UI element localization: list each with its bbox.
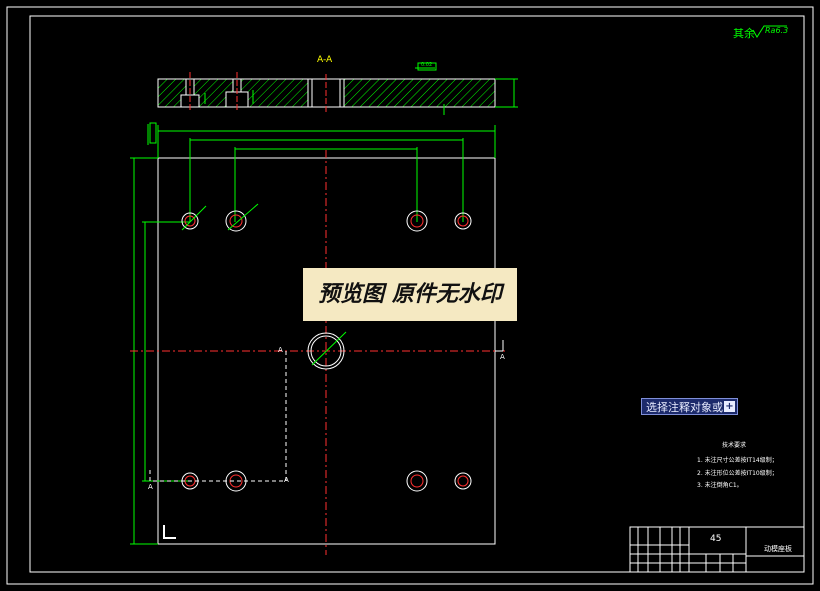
section-marker-left-bottom: A [148, 483, 153, 491]
roughness-label: 其余 [733, 27, 755, 40]
title-block [629, 526, 805, 573]
section-marker-right-bottom: A [284, 476, 289, 484]
section-marker-right-top: A [500, 353, 505, 361]
command-tooltip[interactable]: 选择注释对象或 + [641, 398, 738, 415]
section-view [157, 62, 518, 115]
tech-requirements-title: 技术要求 [722, 442, 747, 449]
tech-requirement-item: 2. 未注形位公差按IT10级制； [697, 470, 778, 477]
inner-drawing-frame [29, 15, 805, 573]
flatness-value: 0.02 [421, 62, 433, 68]
outer-sheet-border [6, 6, 814, 585]
plus-icon[interactable]: + [724, 401, 735, 412]
tech-requirement-item: 1. 未注尺寸公差按IT14级制； [697, 457, 778, 464]
watermark-banner: 预览图 原件无水印 [303, 268, 517, 321]
tech-requirement-item: 3. 未注倒角C1。 [697, 482, 743, 489]
roughness-symbol [752, 25, 787, 38]
title-block-material: 45 [710, 534, 722, 544]
tooltip-text: 选择注释对象或 [646, 401, 723, 414]
title-block-part-name: 动模座板 [764, 545, 792, 553]
section-marker-left-top: A [278, 346, 283, 354]
roughness-value: Ra6.3 [765, 26, 789, 35]
section-view-label: A-A [317, 55, 333, 65]
plan-view [130, 122, 505, 555]
